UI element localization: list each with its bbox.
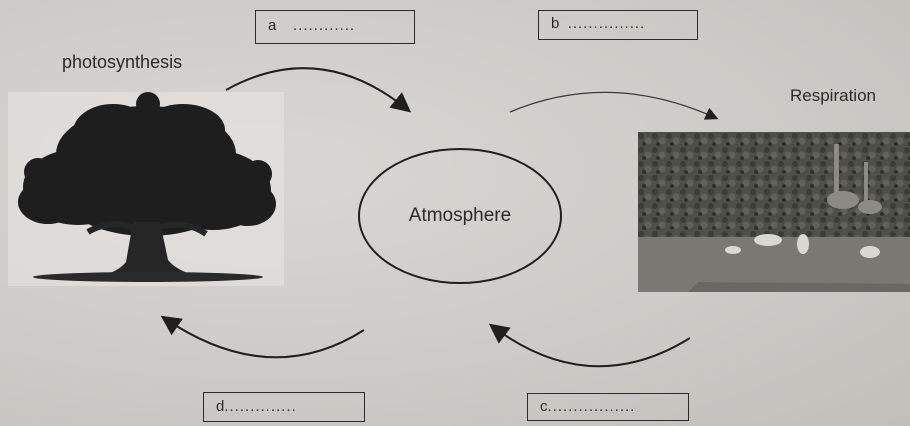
tree-image xyxy=(8,92,284,286)
box-d-dots: .............. xyxy=(224,398,297,415)
box-a[interactable]: a ............ xyxy=(255,10,415,44)
box-c-letter: c xyxy=(540,398,548,415)
box-c[interactable]: c................. xyxy=(527,393,689,421)
arrow-a xyxy=(225,67,412,113)
atmosphere-ellipse: Atmosphere xyxy=(358,148,562,284)
box-a-letter: a xyxy=(268,17,277,34)
box-c-dots: ................. xyxy=(547,398,636,415)
box-d-letter: d xyxy=(216,398,225,415)
animals-photo xyxy=(638,132,910,292)
forest-animals-icon xyxy=(638,132,910,292)
box-a-dots: ............ xyxy=(293,17,356,34)
arrow-d xyxy=(160,315,365,359)
arrow-b xyxy=(509,91,719,120)
respiration-label: Respiration xyxy=(790,86,876,105)
photosynthesis-label: photosynthesis xyxy=(62,52,183,72)
box-b-dots: ............... xyxy=(567,15,646,32)
arrow-c xyxy=(488,323,691,368)
box-b-letter: b xyxy=(551,15,560,32)
box-d[interactable]: d.............. xyxy=(203,392,365,422)
atmosphere-label: Atmosphere xyxy=(408,205,512,226)
box-b[interactable]: b ............... xyxy=(538,10,698,40)
tree-icon xyxy=(8,92,284,286)
